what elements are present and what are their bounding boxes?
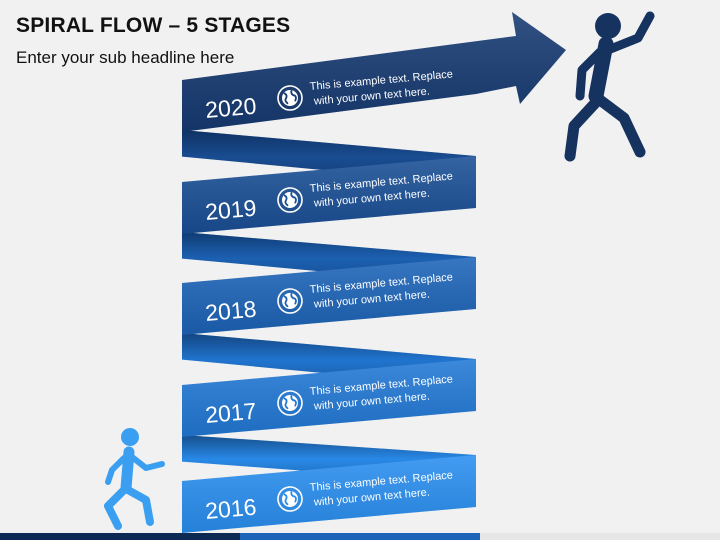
- stage-year: 2018: [204, 296, 257, 326]
- footer-bar-segment: [480, 533, 720, 540]
- running-person-icon: [104, 428, 165, 530]
- slide-subtitle: Enter your sub headline here: [16, 48, 235, 67]
- stage-band-shade: [182, 359, 476, 437]
- globe-icon: [277, 390, 303, 416]
- globe-icon: [277, 85, 303, 111]
- figures: [104, 11, 655, 530]
- footer-bar-segment: [0, 533, 240, 540]
- stage-year: 2019: [204, 195, 257, 225]
- stage-band-shade: [182, 455, 476, 533]
- cheering-person-icon: [564, 11, 655, 162]
- footer-bar: [0, 533, 720, 540]
- stage-year: 2017: [204, 398, 257, 428]
- slide-title: SPIRAL FLOW – 5 STAGES: [16, 14, 291, 37]
- globe-icon: [277, 288, 303, 314]
- stage-year: 2016: [204, 494, 257, 524]
- footer-bar-segment: [240, 533, 480, 540]
- stage-band-shade: [182, 156, 476, 234]
- stage-year: 2020: [204, 93, 257, 123]
- globe-icon: [277, 187, 303, 213]
- globe-icon: [277, 486, 303, 512]
- stage-band-shade: [182, 257, 476, 335]
